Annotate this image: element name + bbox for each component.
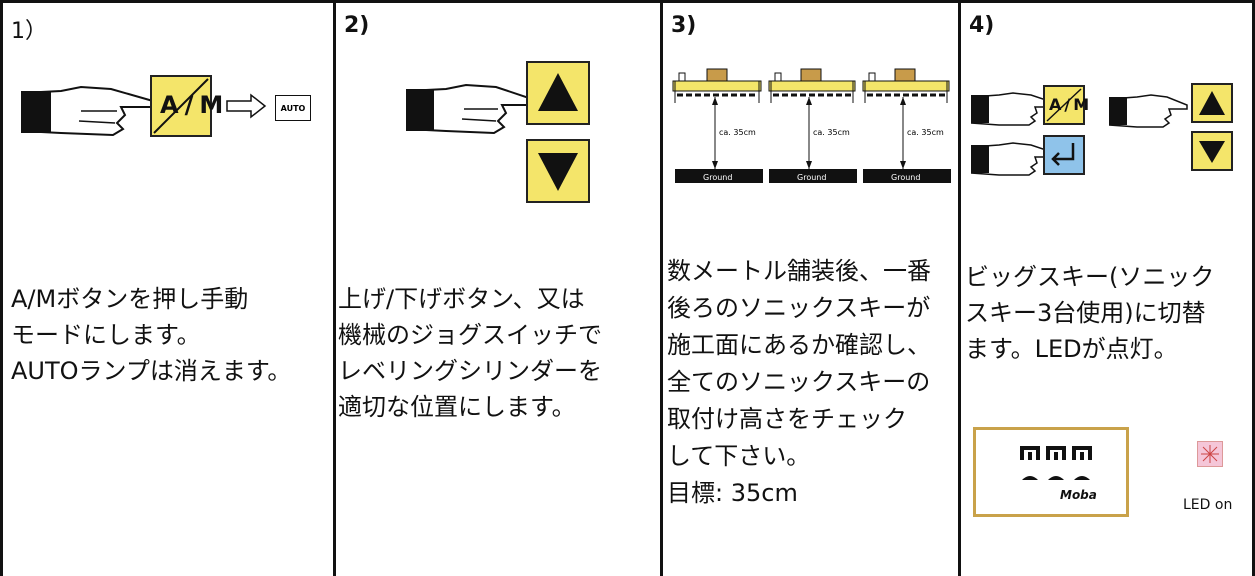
big-ski-display: Moba <box>973 427 1129 517</box>
step-number: 2) <box>344 13 370 38</box>
am-button-label: A/M <box>160 91 230 119</box>
distance-label: ca. 35cm <box>813 128 850 137</box>
up-button <box>1191 83 1233 123</box>
enter-arrow-icon <box>1051 143 1075 166</box>
triangle-up-icon <box>1199 91 1225 115</box>
up-button <box>526 61 590 125</box>
triangle-up-icon <box>538 73 578 111</box>
instruction-text: 数メートル舗装後、一番 後ろのソニックスキーが 施工面にあるか確認し、 全てのソ… <box>667 257 931 507</box>
panel-2: 2) 上げ/下げボタン、又は 機械のジョグスイッチで レベリングシリンダーを 適… <box>333 3 660 576</box>
pointing-hand-icon <box>1109 94 1188 128</box>
distance-label: ca. 35cm <box>719 128 756 137</box>
ground-label: Ground <box>703 173 732 182</box>
led-indicator <box>1197 441 1223 467</box>
down-button <box>1191 131 1233 171</box>
am-button-face <box>153 78 209 134</box>
triangle-down-icon <box>1199 141 1225 163</box>
led-label: LED on <box>1183 497 1233 513</box>
am-button: A/M <box>1043 85 1089 125</box>
ground-label: Ground <box>797 173 826 182</box>
step-number: 3) <box>671 13 697 38</box>
panel-3: 3) <box>660 3 958 576</box>
step-number: 1） <box>11 19 47 44</box>
triangle-down-icon <box>538 153 578 191</box>
panel-1: 1） A/M AUTO A/Mボタンを押し手動 モードにします。 AUTOランプ… <box>3 3 333 576</box>
led-sparkle-icon <box>1201 445 1219 463</box>
sonic-ski-2 <box>768 68 857 183</box>
auto-lamp: AUTO <box>275 95 311 121</box>
down-button <box>526 139 590 203</box>
am-button-label: A/M <box>1049 95 1093 114</box>
brand-logo: Moba <box>1060 488 1097 502</box>
pointing-hand-icon <box>971 142 1056 176</box>
instruction-text: 上げ/下げボタン、又は 機械のジョグスイッチで レベリングシリンダーを 適切な位… <box>338 285 602 421</box>
sensor-indicator-icon <box>1020 446 1092 480</box>
instruction-text: A/Mボタンを押し手動 モードにします。 AUTOランプは消えます。 <box>11 285 292 385</box>
am-button-face <box>1046 88 1082 122</box>
auto-lamp-label: AUTO <box>280 103 306 113</box>
instruction-text: ビッグスキー(ソニック スキー3台使用)に切替 ます。LEDが点灯。 <box>965 263 1215 363</box>
arrow-right-icon <box>226 93 267 119</box>
sonic-ski-1 <box>672 68 763 183</box>
enter-button <box>1043 135 1085 175</box>
distance-label: ca. 35cm <box>907 128 944 137</box>
pointing-hand-icon <box>406 83 536 135</box>
sonic-ski-3 <box>862 68 951 183</box>
pointing-hand-icon <box>21 85 159 137</box>
am-button: A/M <box>150 75 223 137</box>
sensor-height-diagram: ca. 35cm ca. 35cm ca. 35cm Ground Ground… <box>672 68 951 183</box>
ground-label: Ground <box>891 173 920 182</box>
panel-4: 4) A/M ビッグスキー(ソニック スキー3台使用)に切替 ます。LEDが点灯… <box>958 3 1255 576</box>
pointing-hand-icon <box>971 92 1056 126</box>
step-number: 4) <box>969 13 995 38</box>
